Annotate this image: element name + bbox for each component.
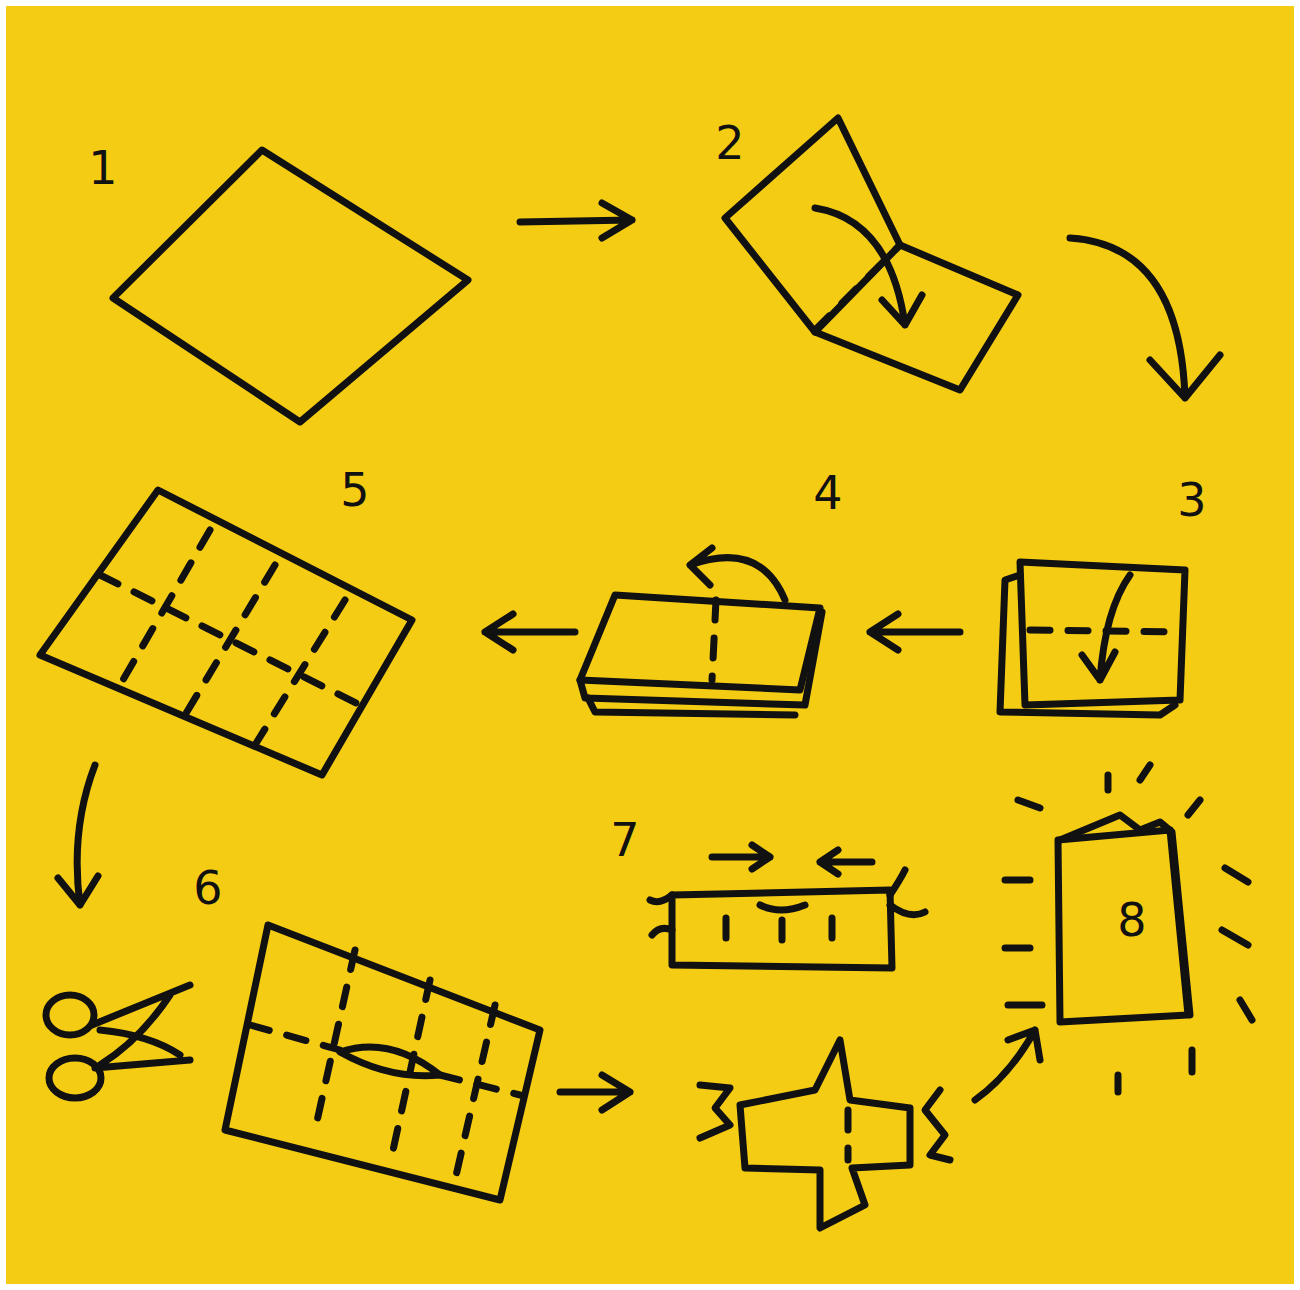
- step-number: 8: [1117, 897, 1146, 943]
- step-number: 5: [340, 467, 369, 513]
- step-number: 1: [88, 145, 117, 191]
- step-number: 2: [715, 120, 744, 166]
- step-number: 4: [813, 470, 842, 516]
- step-number: 3: [1177, 477, 1206, 523]
- step-number: 6: [193, 865, 222, 911]
- step-number: 7: [610, 817, 639, 863]
